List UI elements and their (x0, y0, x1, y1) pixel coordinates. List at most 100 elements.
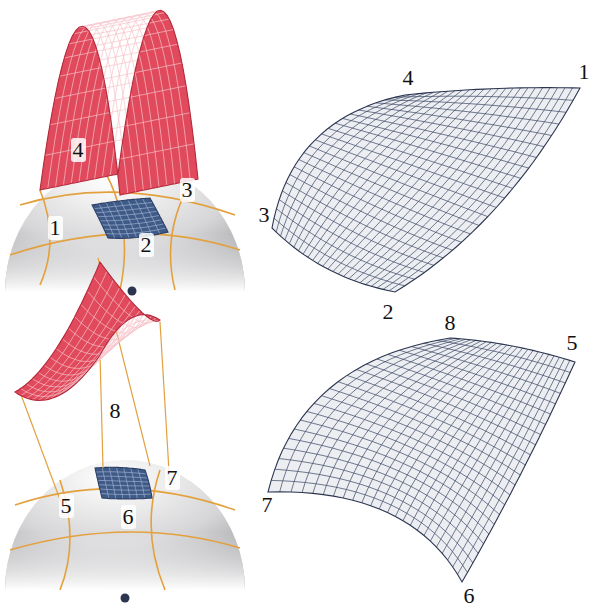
sphere-patch-outline (92, 198, 168, 238)
mesh-surface-grid (344, 88, 514, 276)
mesh-surface-fill (272, 88, 580, 292)
sphere-patch-fill (95, 467, 152, 499)
sphere-patch-grid (113, 202, 129, 238)
sphere-patch-grid (102, 220, 162, 225)
callout-number: 2 (381, 300, 396, 324)
projection-line (20, 392, 62, 505)
red-surface-grid (110, 12, 190, 181)
sphere-cap (5, 460, 245, 590)
sphere-patch-grid (109, 467, 116, 499)
dot (128, 287, 137, 296)
mesh-surface-grid (323, 340, 476, 494)
red-surface-grid (63, 21, 143, 190)
mesh-surface-outline (272, 88, 580, 292)
sphere-fade (5, 460, 245, 590)
red-surface-fill (15, 262, 160, 400)
mesh-surface-grid (290, 175, 453, 251)
mesh-surface-grid (458, 360, 570, 574)
callout-number: 6 (121, 505, 136, 529)
callout-number: 7 (260, 493, 275, 517)
sphere-patch-grid (106, 228, 166, 234)
mesh-surface-grid (291, 339, 460, 492)
mesh-surface-grid (285, 93, 426, 240)
red-surface-grid (27, 280, 114, 398)
mesh-surface-grid (275, 469, 473, 563)
callout-number: 8 (443, 311, 458, 335)
red-surface-fill (40, 10, 198, 195)
mesh-surface-grid (299, 160, 471, 235)
callout-number: 3 (180, 178, 195, 202)
red-surface-grid (71, 20, 151, 189)
sphere-patch-grid (102, 468, 109, 499)
mesh-surface-grid (294, 167, 461, 243)
mesh-surface-grid (294, 92, 441, 248)
mesh-surface-grid (377, 88, 557, 288)
callout-number: 1 (48, 216, 63, 240)
sphere-patch-grid (143, 199, 160, 234)
red-surface-grid (48, 25, 128, 194)
sphere-patch-grid (135, 199, 152, 235)
callout-number: 5 (59, 494, 74, 518)
mesh-surface-grid (442, 356, 554, 554)
sphere-patch-grid (131, 468, 138, 499)
sphere-patch-grid (124, 468, 131, 499)
mesh-surface-fill (268, 338, 575, 582)
mesh-surface-grid (362, 343, 497, 503)
mesh-surface-grid (388, 346, 513, 513)
mesh-surface-grid (284, 448, 484, 544)
sphere-patch-grid (128, 200, 144, 237)
sphere-patch-grid (104, 224, 164, 230)
sphere-patch-grid (106, 203, 122, 239)
projection-line (160, 322, 170, 488)
mesh-surface-grid (436, 354, 548, 547)
red-surface-grid (32, 335, 113, 387)
mesh-surface-grid (448, 357, 560, 560)
mesh-surface-grid (367, 106, 552, 135)
red-surface-grid (94, 320, 159, 364)
mesh-surface-grid (371, 88, 550, 287)
sphere-patch-grid (116, 467, 123, 499)
callout-number: 6 (462, 584, 477, 608)
sphere-patch-grid (121, 201, 137, 238)
mesh-surface-grid (453, 359, 565, 567)
mesh-surface-grid (322, 396, 516, 485)
dot (121, 594, 130, 603)
mesh-surface-grid (410, 349, 528, 525)
red-surface-grid (38, 295, 125, 401)
sphere-patch-fill (92, 198, 168, 238)
mesh-surface-grid (307, 412, 505, 505)
mesh-surface-grid (303, 91, 455, 254)
mesh-surface-grid (308, 90, 462, 257)
red-surface-grid (87, 321, 156, 371)
projection-line (100, 355, 103, 468)
mesh-surface-outline (268, 338, 575, 582)
sphere-patch-grid (138, 469, 145, 499)
mesh-surface-grid (333, 341, 481, 496)
mesh-surface-grid (417, 350, 533, 530)
callout-number: 7 (165, 466, 180, 490)
sphere-patch-outline (95, 467, 152, 499)
red-surface-outline (40, 10, 198, 195)
mesh-surface-grid (300, 420, 499, 515)
callout-number: 4 (401, 66, 416, 90)
callout-number: 3 (257, 203, 272, 227)
mesh-surface-grid (271, 480, 467, 572)
mesh-surface-grid (389, 88, 573, 291)
red-surface-grid (75, 319, 151, 384)
red-surface-grid (50, 306, 135, 399)
mesh-surface-grid (403, 348, 523, 521)
sphere-patch-grid (99, 204, 115, 239)
sphere (5, 460, 245, 590)
mesh-surface-grid (338, 88, 506, 274)
callout-number: 4 (71, 138, 86, 162)
red-surface-grid (44, 301, 130, 401)
mesh-surface-grid (328, 89, 492, 269)
mesh-surface-grid (366, 88, 543, 285)
red-surface-grid (87, 17, 167, 186)
mesh-surface-grid (424, 343, 566, 383)
mesh-surface-grid (313, 90, 470, 261)
mesh-surface-grid (281, 94, 420, 237)
mesh-surface-grid (395, 347, 517, 516)
callout-number: 8 (108, 399, 123, 423)
